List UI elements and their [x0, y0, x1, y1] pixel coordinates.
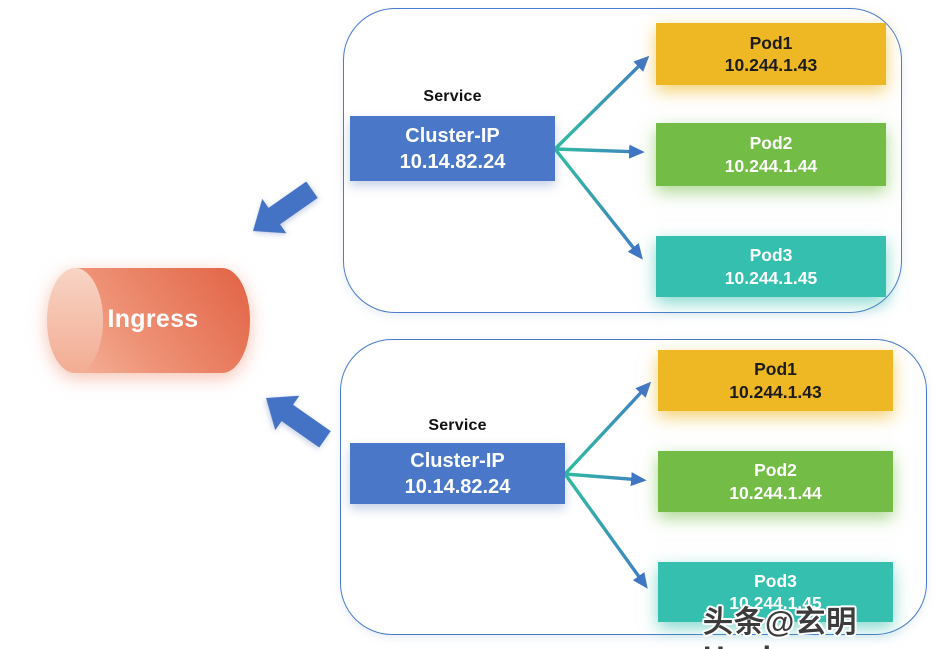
pod-name: Pod3 — [749, 245, 793, 266]
ingress-cylinder-cap — [47, 268, 103, 373]
ingress-cylinder-body — [75, 268, 250, 373]
pod-ip: 10.244.1.45 — [729, 593, 822, 613]
pod-name: Pod3 — [754, 570, 797, 591]
block-arrow-group1-to-ingress-icon — [253, 181, 318, 234]
cluster-ip-address: 10.14.82.24 — [399, 150, 506, 173]
pod-name: Pod2 — [749, 133, 793, 154]
connector-group1-pod1-icon — [553, 55, 650, 151]
pod3-box-group1: Pod3 10.244.1.45 — [656, 236, 886, 297]
pod-name: Pod1 — [749, 32, 793, 53]
pod1-box-group2: Pod1 10.244.1.43 — [658, 350, 893, 411]
pod2-box-group2: Pod2 10.244.1.44 — [658, 451, 893, 512]
pod-name: Pod2 — [754, 460, 797, 481]
connector-group2-pod1-icon — [563, 381, 652, 476]
cluster-ip-name: Cluster-IP — [405, 124, 500, 147]
connector-group2-pod2-icon — [563, 472, 647, 487]
block-arrow-group2-to-ingress-icon — [266, 395, 331, 448]
pod-ip: 10.244.1.43 — [724, 55, 818, 75]
cluster-ip-box-group2: Cluster-IP 10.14.82.24 — [350, 443, 565, 504]
ingress-cylinder — [47, 268, 250, 373]
pod1-box-group1: Pod1 10.244.1.43 — [656, 23, 886, 85]
pod-ip: 10.244.1.44 — [724, 155, 818, 176]
watermark-text: 头条@玄明Hanko — [703, 606, 858, 649]
pod-ip: 10.244.1.44 — [729, 482, 822, 503]
cluster-ip-address: 10.14.82.24 — [404, 475, 511, 498]
cluster-ip-name: Cluster-IP — [410, 449, 505, 472]
ingress-label: Ingress — [107, 305, 199, 333]
pod-name: Pod1 — [754, 359, 797, 380]
service-label-group2: Service — [428, 417, 487, 434]
pod3-box-group2: Pod3 10.244.1.45 — [658, 562, 893, 622]
connector-group2-pod3-icon — [563, 472, 648, 589]
service-label-group1: Service — [423, 88, 482, 105]
cluster-ip-box-group1: Cluster-IP 10.14.82.24 — [350, 116, 555, 181]
connector-group1-pod2-icon — [553, 144, 645, 159]
pod2-box-group1: Pod2 10.244.1.44 — [656, 123, 886, 186]
pod-ip: 10.244.1.43 — [729, 381, 822, 402]
pod-ip: 10.244.1.45 — [724, 267, 818, 288]
connector-group1-pod3-icon — [553, 147, 643, 260]
